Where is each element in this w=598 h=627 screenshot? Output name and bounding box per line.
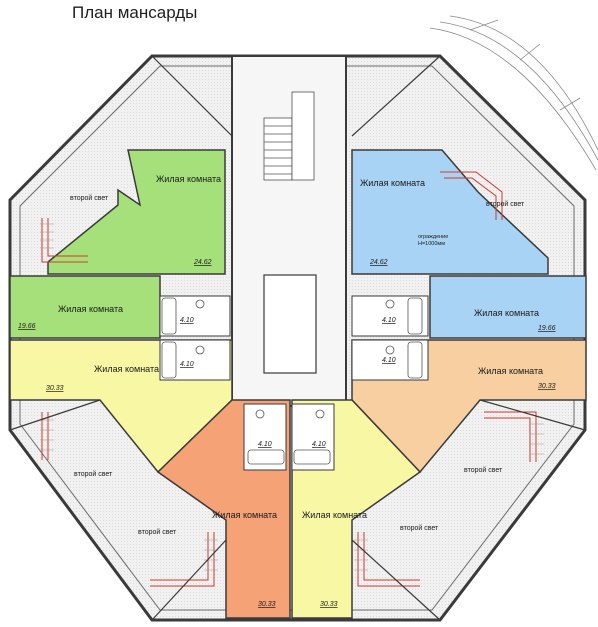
area-s-orange: 30.33 (258, 601, 276, 608)
core-shaft (263, 274, 317, 374)
railing-note-2: H=1000мм (418, 241, 445, 247)
area-w-green: 19.66 (18, 323, 36, 330)
area-bath-e2: 4.10 (382, 357, 396, 364)
label-second-light-nw: второй свет (70, 194, 109, 202)
area-bath-w2: 4.10 (180, 361, 194, 368)
area-w-yellow: 30.33 (46, 385, 64, 392)
area-bath-s1: 4.10 (258, 441, 272, 448)
label-room-nw: Жилая комната (156, 174, 221, 184)
stair-treads (40, 223, 544, 571)
central-stair (263, 91, 315, 181)
label-room-w-green: Жилая комната (58, 304, 123, 314)
label-second-light-ne: второй свет (486, 200, 525, 208)
area-e-blue: 19.66 (538, 325, 556, 332)
label-second-light-w: второй свет (74, 470, 113, 478)
label-room-w-yellow: Жилая комната (94, 364, 159, 374)
label-room-e-blue: Жилая комната (474, 308, 539, 318)
label-second-light-sw: второй свет (138, 528, 177, 536)
diagonal-walls (9, 55, 586, 621)
room-e-blue[interactable] (429, 275, 587, 339)
area-nw: 24.62 (193, 259, 212, 266)
bathrooms (159, 295, 429, 471)
area-ne: 24.62 (369, 259, 388, 266)
area-bath-s2: 4.10 (312, 441, 326, 448)
label-room-ne: Жилая комната (360, 178, 425, 188)
label-second-light-e: второй свет (464, 466, 503, 474)
label-room-s-yellow: Жилая комната (302, 510, 367, 520)
bath-fixtures (161, 297, 423, 465)
railing-note-1: ограждение (418, 234, 448, 240)
exterior-arcs (429, 15, 598, 171)
room-w-green[interactable] (9, 275, 161, 339)
area-s-yellow: 30.33 (320, 601, 338, 608)
area-bath-e1: 4.10 (382, 317, 396, 324)
label-room-e-peach: Жилая комната (478, 366, 543, 376)
area-bath-w1: 4.10 (180, 317, 194, 324)
plan-title: План мансарды (72, 3, 198, 22)
area-e-peach: 30.33 (538, 383, 556, 390)
room-ne-blue[interactable] (351, 149, 549, 275)
label-room-s-orange: Жилая комната (212, 510, 277, 520)
label-second-light-se: второй свет (400, 524, 439, 532)
